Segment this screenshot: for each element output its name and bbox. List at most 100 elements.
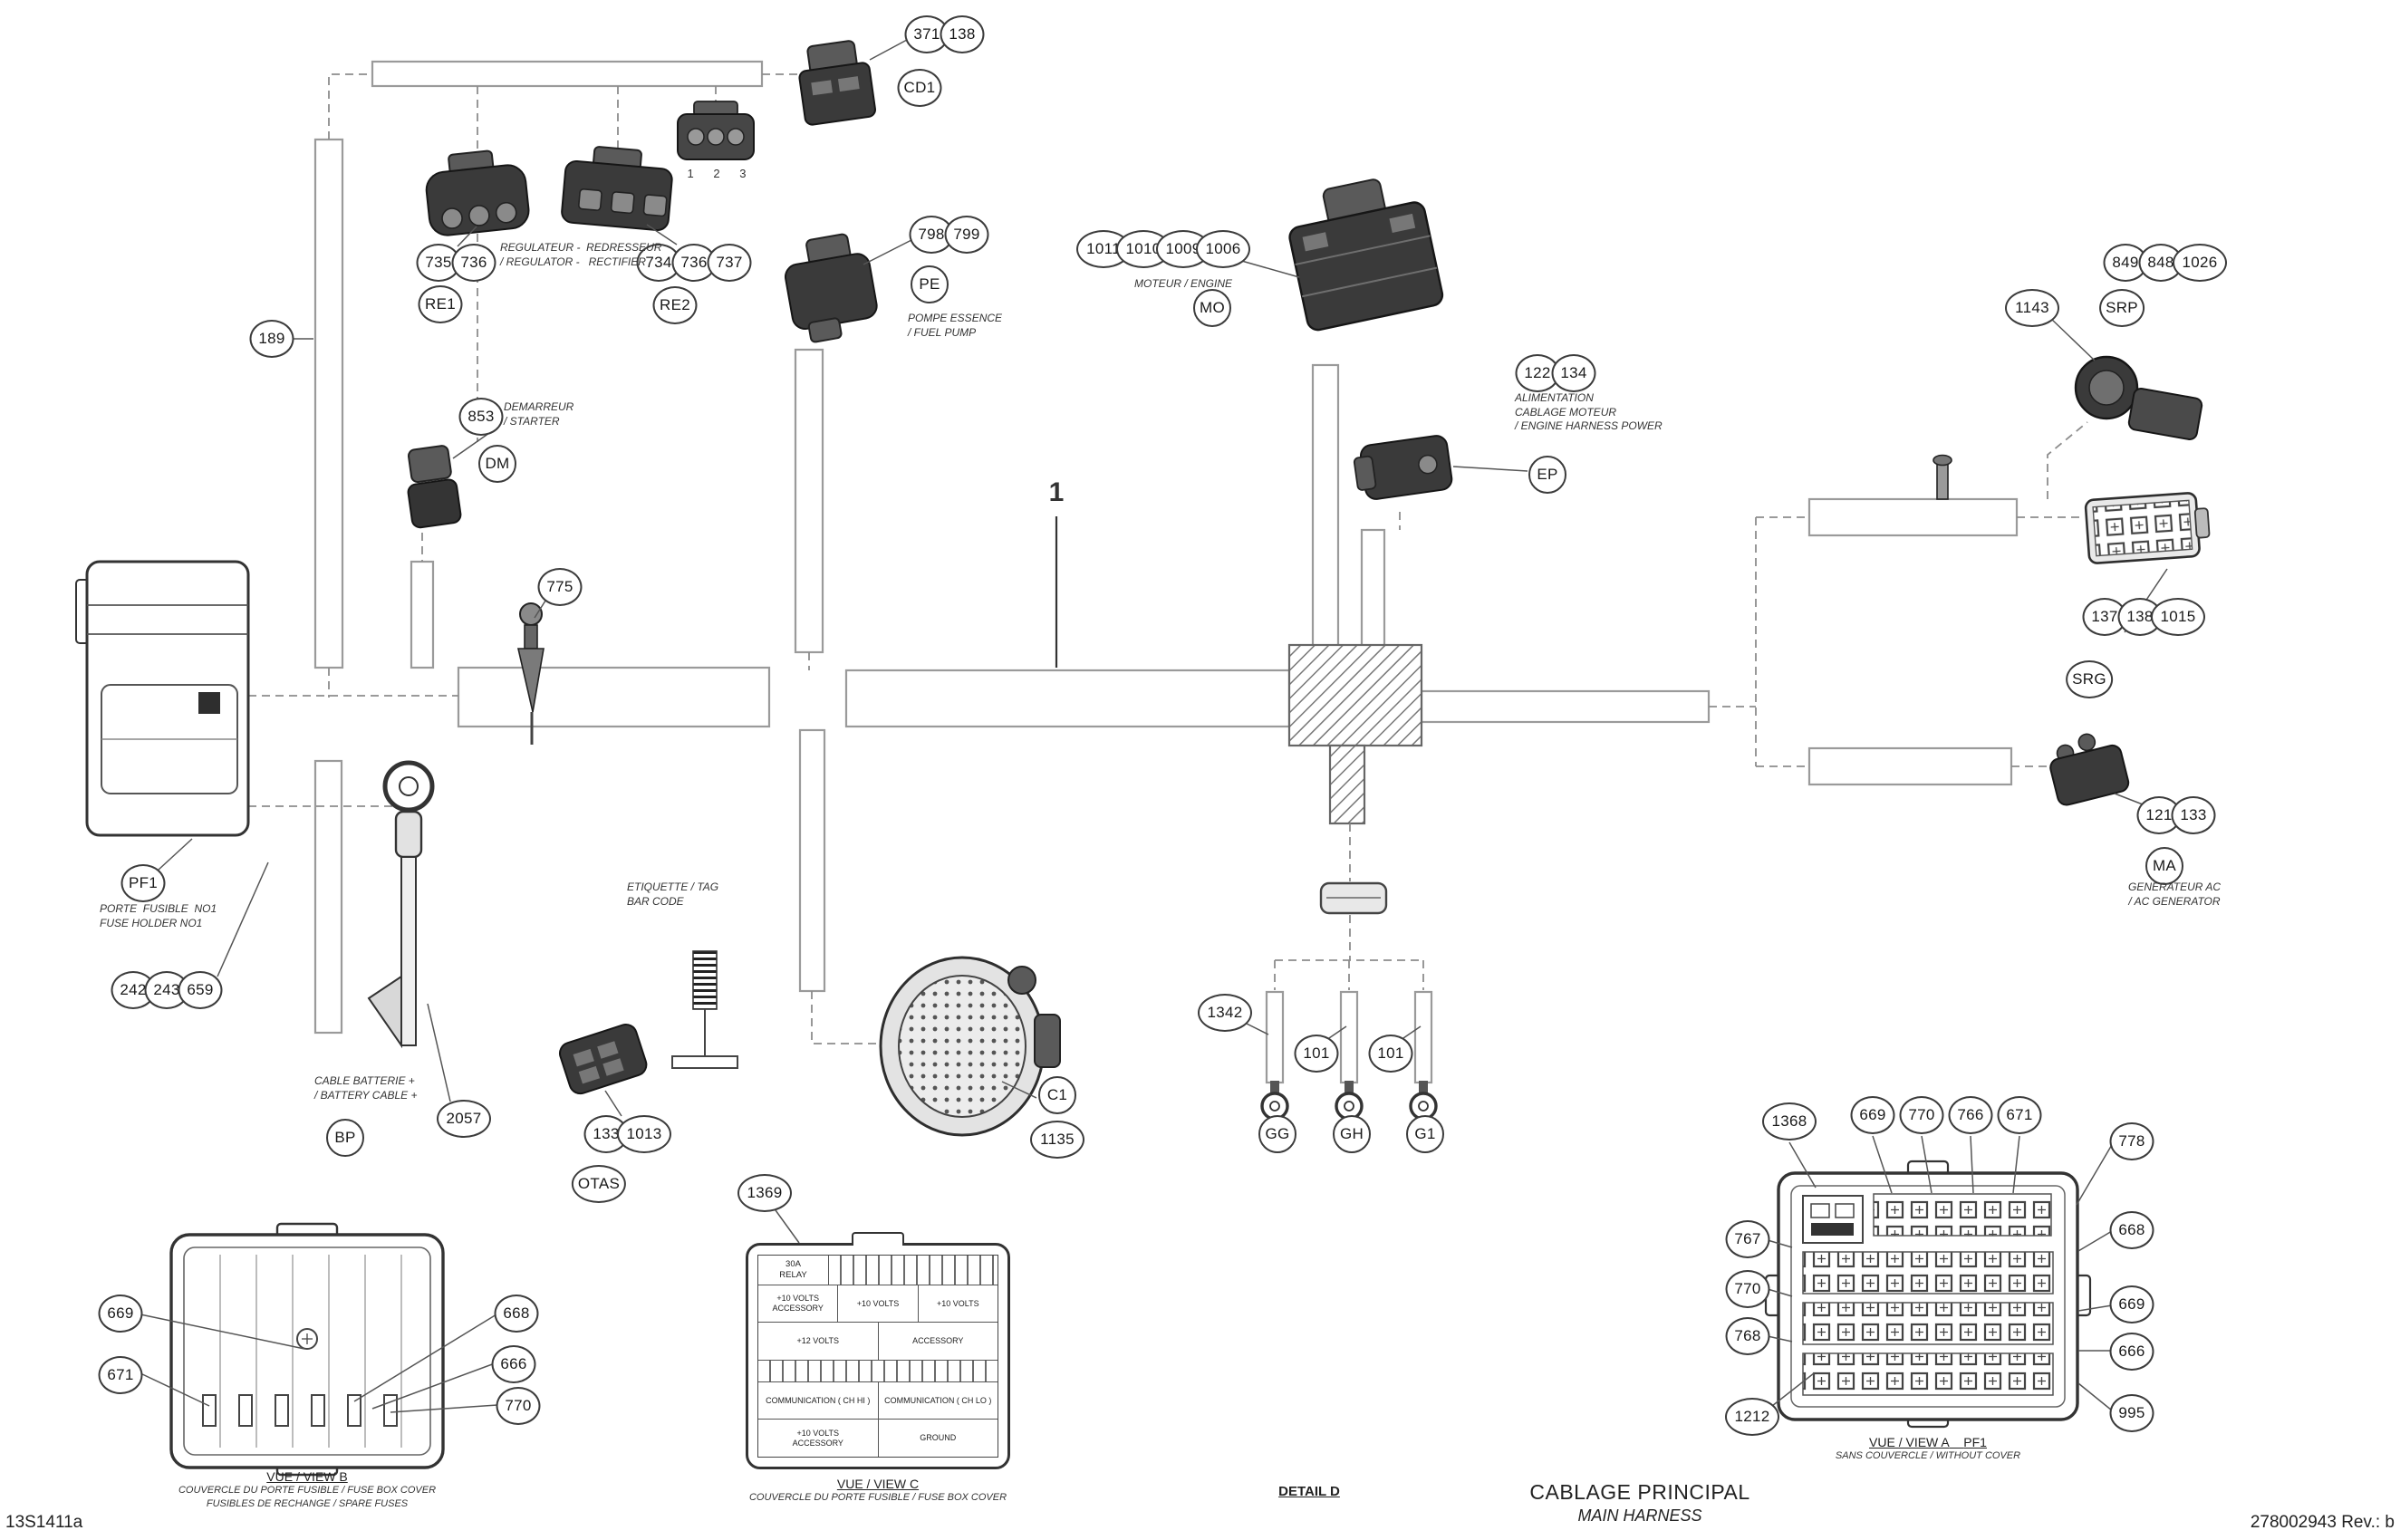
- callout-671-64: 671: [1997, 1096, 2042, 1134]
- callout-243-39: 243: [144, 971, 189, 1009]
- view-c-title-block: VUE / VIEW C COUVERCLE DU PORTE FUSIBLE …: [749, 1477, 1007, 1505]
- callout-1015-31: 1015: [2151, 598, 2205, 636]
- fuse-panel-cell: +10 VOLTS ACCESSORY: [758, 1285, 839, 1323]
- callout-101-50: 101: [1368, 1035, 1413, 1073]
- fuse-panel-cell: COMMUNICATION ( CH HI ): [758, 1381, 879, 1420]
- battery-cable-drawing: [367, 760, 435, 1049]
- connector-ma-drawing: [2049, 733, 2130, 806]
- view-a-ref: PF1: [1963, 1435, 1987, 1449]
- fuse-slot-band: [758, 1360, 998, 1382]
- connector-dm-drawing: [407, 445, 462, 529]
- callout-srp-28: SRP: [2099, 289, 2145, 327]
- fuse-panel-cell: +10 VOLTS ACCESSORY: [758, 1420, 879, 1457]
- callout-138-1: 138: [940, 15, 985, 53]
- callout-770-68: 770: [1725, 1270, 1770, 1308]
- callout-669-55: 669: [98, 1295, 143, 1333]
- callout-671-56: 671: [98, 1356, 143, 1394]
- fuse-panel-tab: [852, 1232, 904, 1246]
- callout-668-67: 668: [2109, 1211, 2154, 1249]
- title-block: CABLAGE PRINCIPAL MAIN HARNESS: [1529, 1480, 1749, 1526]
- bolt-drawing: [1933, 454, 1952, 500]
- connector-re2-drawing: [561, 146, 673, 232]
- callout-cd1-2: CD1: [897, 69, 942, 107]
- fuel-pump-label: POMPE ESSENCE / FUEL PUMP: [908, 312, 1003, 339]
- callout-1342-48: 1342: [1198, 994, 1252, 1032]
- drawing-id: 13S1411a: [5, 1513, 83, 1532]
- barcode-tag-drawing: [671, 950, 738, 1069]
- main-callout-1: 1: [1048, 477, 1065, 507]
- tag-label: ETIQUETTE / TAG BAR CODE: [627, 881, 719, 908]
- callout-133-34: 133: [2171, 796, 2216, 834]
- fuse-holder-label: PORTE FUSIBLE NO1 FUSE HOLDER NO1: [100, 902, 217, 929]
- engine-label: MOTEUR / ENGINE: [1133, 277, 1233, 290]
- callout-669-61: 669: [1850, 1096, 1895, 1134]
- callout-1013-44: 1013: [617, 1115, 671, 1153]
- fuse-panel-cell: GROUND: [920, 1433, 957, 1443]
- callout-1026-26: 1026: [2173, 244, 2227, 282]
- connector-re1-drawing: [425, 149, 530, 236]
- callout-995-73: 995: [2109, 1394, 2154, 1432]
- connector-cd1-drawing: [798, 40, 876, 126]
- callout-srg-32: SRG: [2066, 660, 2113, 698]
- engine-power-label: ALIMENTATION CABLAGE MOTEUR / ENGINE HAR…: [1515, 391, 1663, 433]
- view-b-title: VUE / VIEW B: [266, 1469, 348, 1484]
- fuse-slot-band-top: [829, 1256, 998, 1285]
- view-b-subtitle2: FUSIBLES DE RECHANGE / SPARE FUSES: [206, 1497, 409, 1509]
- doc-number: 278002943 Rev.: b: [2250, 1513, 2395, 1532]
- view-a-title: VUE / VIEW A PF1: [1836, 1435, 2020, 1449]
- connector-ep-drawing: [1353, 435, 1453, 500]
- callout-ma-35: MA: [2145, 847, 2183, 885]
- fuse-panel-cell: +10 VOLTS: [838, 1285, 919, 1323]
- main-title-fr: CABLAGE PRINCIPAL: [1529, 1480, 1750, 1504]
- callout-853-14: 853: [458, 398, 504, 436]
- view-b-subtitle: COUVERCLE DU PORTE FUSIBLE / FUSE BOX CO…: [178, 1485, 437, 1496]
- callout-gg-51: GG: [1258, 1115, 1296, 1153]
- view-c-title: VUE / VIEW C: [836, 1477, 920, 1491]
- callout-dm-15: DM: [478, 445, 516, 483]
- view-a-title-block: VUE / VIEW A PF1 SANS COUVERCLE / WITHOU…: [1836, 1435, 2020, 1463]
- callout-770-59: 770: [496, 1387, 541, 1425]
- view-a-title-text: VUE / VIEW A: [1869, 1435, 1950, 1449]
- connector-c1-drawing: [879, 956, 1061, 1137]
- connector-srp-drawing: [2074, 355, 2203, 440]
- fuse-panel-row-0: +10 VOLTS ACCESSORY+10 VOLTS+10 VOLTS: [758, 1285, 998, 1323]
- main-title-en: MAIN HARNESS: [1577, 1506, 1702, 1525]
- fuse-panel-grid: +10 VOLTS ACCESSORY+10 VOLTS+10 VOLTS+12…: [758, 1285, 998, 1457]
- callout-669-69: 669: [2109, 1285, 2154, 1323]
- view-b-cover-drawing: [169, 1222, 445, 1477]
- callout-re1-5: RE1: [418, 285, 463, 323]
- callout-1143-27: 1143: [2005, 289, 2059, 327]
- callout-mo-20: MO: [1193, 289, 1231, 327]
- callout-189-13: 189: [249, 320, 294, 358]
- regulator-label: REGULATEUR - REDRESSEUR / REGULATOR - RE…: [500, 241, 662, 268]
- callout-pe-12: PE: [911, 265, 949, 303]
- callout-1368-60: 1368: [1762, 1102, 1817, 1141]
- connector-otas-drawing: [559, 1023, 648, 1095]
- callout-2057-42: 2057: [437, 1100, 491, 1138]
- callout-768-70: 768: [1725, 1317, 1770, 1355]
- callout-668-57: 668: [494, 1295, 539, 1333]
- callout-bp-41: BP: [326, 1119, 364, 1157]
- fuse-panel-row-3: +10 VOLTS ACCESSORY GROUND: [758, 1420, 998, 1457]
- connector-pe-drawing: [784, 233, 878, 343]
- callout-666-71: 666: [2109, 1333, 2154, 1371]
- callout-otas-45: OTAS: [571, 1165, 627, 1203]
- view-a-subtitle: SANS COUVERCLE / WITHOUT COVER: [1835, 1450, 2021, 1461]
- starter-label: DEMARREUR / STARTER: [504, 400, 574, 428]
- callout-re2-9: RE2: [652, 286, 698, 324]
- callout-666-58: 666: [491, 1345, 536, 1383]
- callout-767-66: 767: [1725, 1220, 1770, 1258]
- wire-runs: [313, 60, 2019, 1084]
- callout-778-65: 778: [2109, 1122, 2154, 1160]
- callout-134-22: 134: [1551, 354, 1596, 392]
- generator-label: GENERATEUR AC / AC GENERATOR: [2127, 881, 2222, 908]
- ground-terminals-drawing: [1260, 1081, 1438, 1121]
- connector-3pin-drawing: [677, 101, 755, 160]
- callout-g1-53: G1: [1406, 1115, 1444, 1153]
- callout-766-63: 766: [1948, 1096, 1993, 1134]
- view-c-fuse-panel: 30A RELAY +10 VOLTS ACCESSORY+10 VOLTS+1…: [746, 1232, 1010, 1469]
- callout-1369-54: 1369: [737, 1174, 792, 1212]
- battery-cable-label: CABLE BATTERIE + / BATTERY CABLE +: [314, 1074, 418, 1102]
